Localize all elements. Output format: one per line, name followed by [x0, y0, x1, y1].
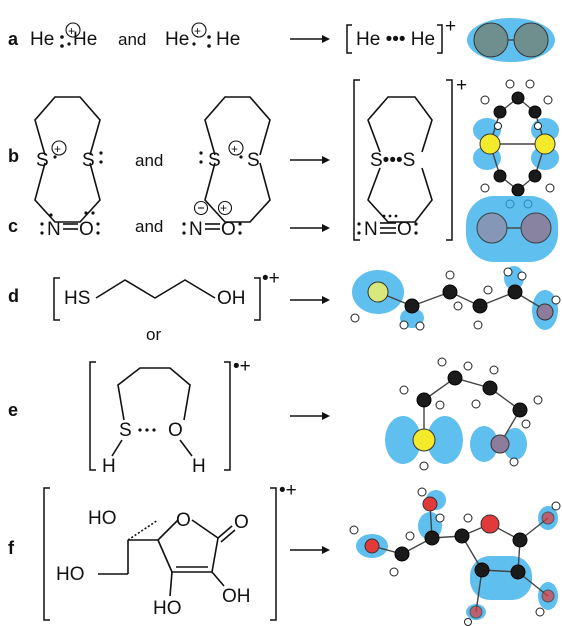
electron-dot — [60, 35, 64, 39]
electron-dot — [207, 44, 211, 48]
row-f: f HO O O HO HO OH •+ — [8, 480, 561, 626]
reactant-a-left-he1: He — [30, 29, 54, 50]
spin-density-model-e — [385, 357, 543, 471]
svg-text:N: N — [364, 219, 378, 240]
spin-density-model-c — [466, 196, 558, 262]
product-b: S•••S — [370, 150, 415, 171]
row-label-c: c — [8, 216, 18, 236]
svg-text:HS: HS — [64, 288, 90, 309]
bracket-right — [437, 24, 443, 54]
negative-charge-icon — [193, 200, 209, 216]
product-a: He ••• He — [356, 29, 435, 50]
svg-text:O: O — [176, 510, 191, 531]
row-label-d: d — [8, 286, 19, 306]
conj-b: and — [135, 151, 163, 170]
bracket-right — [224, 361, 231, 471]
svg-text:S: S — [82, 150, 95, 171]
svg-text:HO: HO — [153, 598, 182, 619]
spin-density-model-b — [473, 79, 559, 209]
row-d: d HS OH •+ or — [8, 266, 561, 344]
svg-text:He: He — [165, 29, 189, 50]
svg-text:O: O — [234, 512, 249, 533]
svg-text:S: S — [247, 150, 260, 171]
svg-text:O: O — [168, 420, 183, 441]
electron-dot — [67, 42, 71, 46]
charge-e: •+ — [233, 356, 251, 377]
electron-dot — [192, 42, 196, 46]
svg-text:HO: HO — [88, 508, 117, 529]
conj-a: and — [118, 30, 146, 49]
row-label-e: e — [8, 400, 18, 420]
positive-charge-icon — [51, 140, 67, 156]
electron-dot — [207, 35, 211, 39]
svg-text:He: He — [216, 29, 240, 50]
row-b: b S + S and S + S S•••S + — [8, 75, 559, 241]
svg-text:+: + — [194, 24, 201, 38]
svg-text:+: + — [68, 24, 75, 38]
conj-c: and — [135, 217, 163, 236]
charge-b: + — [456, 75, 467, 96]
bracket-left — [353, 79, 360, 241]
svg-text:HO: HO — [56, 564, 85, 585]
or-label: or — [146, 325, 161, 344]
bracket-left — [89, 361, 96, 471]
sulfur-atom: S — [36, 150, 49, 171]
row-label-b: b — [8, 146, 19, 166]
svg-text:O: O — [397, 219, 412, 240]
bracket-right — [446, 79, 453, 241]
svg-text:OH: OH — [222, 586, 251, 607]
svg-text:O: O — [221, 219, 236, 240]
charge-a: + — [445, 16, 456, 37]
svg-text:+: + — [231, 142, 238, 156]
svg-text:OH: OH — [217, 288, 246, 309]
positive-charge-icon — [228, 140, 244, 156]
positive-charge-icon — [65, 22, 81, 38]
svg-text:+: + — [220, 201, 227, 215]
svg-text:S: S — [119, 420, 132, 441]
bracket-right — [254, 277, 261, 321]
svg-text:H: H — [192, 456, 206, 477]
charge-d: •+ — [262, 268, 280, 289]
row-label-a: a — [8, 29, 19, 49]
bracket-left — [346, 24, 352, 54]
svg-text:N: N — [189, 219, 203, 240]
bracket-left — [53, 277, 60, 321]
positive-charge-icon — [191, 22, 207, 38]
positive-charge-icon — [217, 200, 233, 216]
spin-density-model-d — [350, 266, 561, 331]
charge-f: •+ — [279, 480, 297, 501]
svg-text:S: S — [208, 150, 221, 171]
row-a: a He + He and He + He He ••• He + — [8, 16, 555, 62]
spin-density-model-a — [467, 18, 555, 62]
row-e: e S O H H •+ — [8, 356, 543, 477]
svg-text:He: He — [73, 29, 97, 50]
electron-dot — [60, 44, 64, 48]
svg-text:N: N — [47, 219, 61, 240]
spin-density-model-f — [349, 487, 561, 626]
row-c: c N O and + N O N — [8, 196, 558, 262]
bracket-left — [43, 487, 50, 621]
svg-text:+: + — [54, 142, 61, 156]
svg-text:H: H — [102, 456, 116, 477]
svg-text:O: O — [79, 219, 94, 240]
bracket-right — [270, 487, 277, 621]
row-label-f: f — [8, 538, 15, 558]
